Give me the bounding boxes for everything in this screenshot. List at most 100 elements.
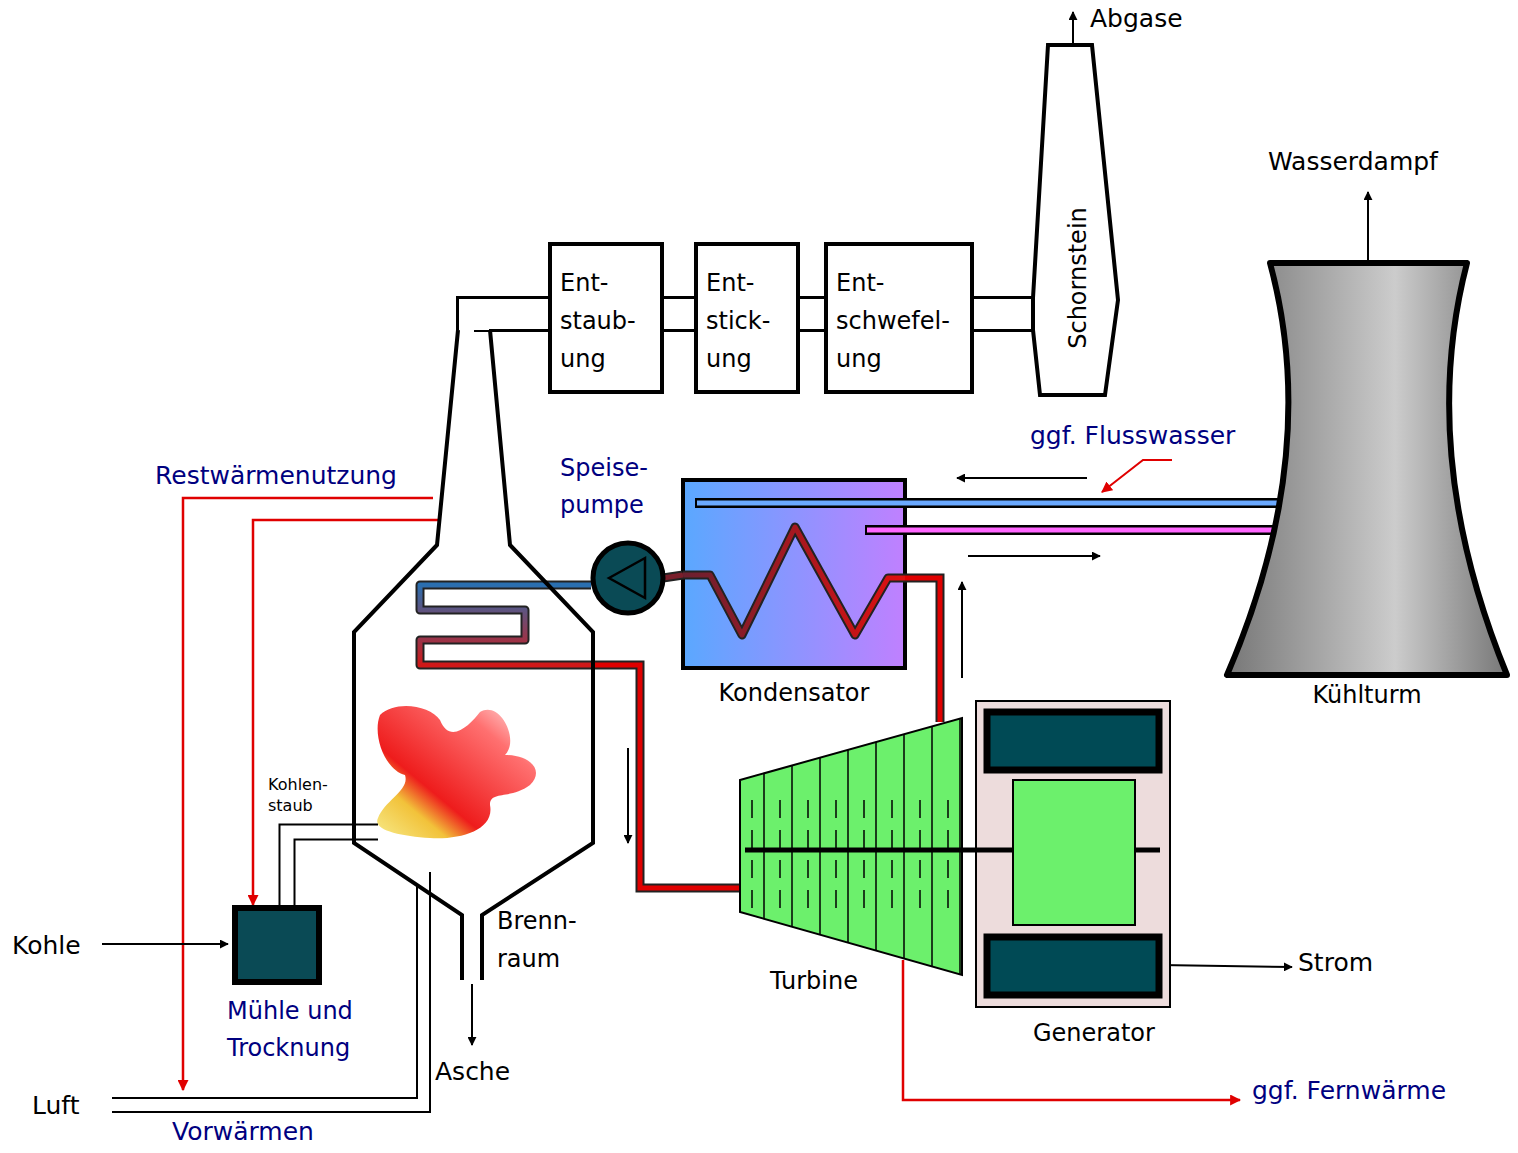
turbine-outline-part xyxy=(763,773,765,919)
generator-outline-part xyxy=(1013,780,1135,925)
turbine-outline-part xyxy=(847,750,849,943)
flue-gas-duct xyxy=(974,299,1033,329)
flow-arrows-part xyxy=(102,943,228,945)
turbine-outline-part xyxy=(947,800,949,818)
pipe-connector xyxy=(548,583,591,588)
connector-group xyxy=(592,665,740,888)
text-label: Restwärmenutzung xyxy=(155,461,397,491)
pipe-connector xyxy=(548,581,591,590)
condenser-body-part xyxy=(695,498,905,508)
condenser-body-part xyxy=(683,480,905,668)
turbine-outline-part xyxy=(807,890,809,908)
node-label: Ent- staub- ung xyxy=(560,264,652,378)
text-label: Vorwärmen xyxy=(172,1117,314,1147)
pipe-connector xyxy=(287,832,378,905)
turbine-outline-part xyxy=(919,800,921,818)
air-duct xyxy=(112,872,430,1112)
process-box: Ent- staub- ung xyxy=(548,242,664,394)
turbine-outline-part xyxy=(779,890,781,908)
node-label: Kühlturm xyxy=(1222,680,1512,710)
condenser-body-part xyxy=(697,501,905,506)
turbine-outline-part xyxy=(779,830,781,848)
flue-gas-duct xyxy=(800,299,824,329)
heat-lines-part xyxy=(1102,460,1172,492)
boiler-coil-part xyxy=(420,585,592,665)
flue-gas-duct xyxy=(474,314,548,330)
text-label: Kohlen- staub xyxy=(268,774,344,816)
flue-gas-duct xyxy=(664,299,694,329)
text-label: ggf. Fernwärme xyxy=(1252,1076,1446,1106)
condenser: Kondensator xyxy=(683,480,905,708)
turbine-outline-part xyxy=(891,860,893,878)
air-duct-part xyxy=(112,884,417,1098)
turbine-outline-part xyxy=(919,830,921,848)
turbine-outline-part xyxy=(959,719,961,975)
turbine-outline-part xyxy=(779,860,781,878)
connector-group xyxy=(905,503,1279,504)
feed-pump-outline-part xyxy=(593,543,663,613)
air-duct-part xyxy=(112,872,430,1112)
node-label: Speise- pumpe xyxy=(560,450,665,524)
connector-group xyxy=(548,585,591,586)
boiler-coil xyxy=(420,585,592,665)
turbine-outline-part xyxy=(891,830,893,848)
text-label: Abgase xyxy=(1090,4,1183,34)
turbine-outline-part xyxy=(903,734,905,958)
generator-outline-part xyxy=(987,937,1159,995)
flue-gas-duct xyxy=(474,314,548,330)
connector-group xyxy=(287,832,378,905)
turbine-outline-part xyxy=(779,800,781,818)
pipe-connector xyxy=(287,832,378,905)
turbine-outline-part xyxy=(835,830,837,848)
flue-gas-duct xyxy=(974,296,1033,332)
node-label: Mühle und Trocknung xyxy=(227,993,385,1067)
pipe-connector xyxy=(253,520,439,905)
turbine-outline-part xyxy=(891,800,893,818)
flow-arrows-part xyxy=(1160,965,1292,967)
flow-arrows-part xyxy=(968,555,1100,557)
furnace-outline-part-part xyxy=(354,330,462,980)
node-label: Ent- schwefel- ung xyxy=(836,264,962,378)
turbine-outline-part xyxy=(835,860,837,878)
cooling-tower-outline-part xyxy=(1227,263,1507,675)
flow-arrows-part xyxy=(471,984,473,1045)
condenser-body-part xyxy=(867,528,905,533)
turbine-outline-part xyxy=(807,860,809,878)
pipe-connector xyxy=(663,575,683,578)
turbine-outline-part xyxy=(947,830,949,848)
flame xyxy=(377,706,536,838)
pipe-connector xyxy=(592,665,740,888)
connector-group xyxy=(905,578,940,722)
node-label: Brenn- raum xyxy=(497,902,597,978)
flow-arrows-part xyxy=(627,748,629,843)
coal-mill-outline-part xyxy=(235,908,319,982)
turbine-outline xyxy=(738,718,964,1003)
condenser-body xyxy=(683,480,905,668)
node-label: Schornstein xyxy=(1063,207,1093,349)
process-box: Ent- stick- ung xyxy=(694,242,800,394)
process-box: Ent- schwefel- ung xyxy=(824,242,974,394)
feed-pump: Speise- pumpe xyxy=(555,450,665,620)
turbine-outline-part xyxy=(751,860,753,878)
turbine-outline-part xyxy=(863,890,865,908)
turbine-outline-part xyxy=(875,742,877,951)
flue-gas-duct xyxy=(800,296,824,332)
text-label: Kohle xyxy=(12,931,81,961)
chimney: Schornstein xyxy=(1028,42,1120,398)
chimney-outline-part xyxy=(1033,45,1118,395)
flow-arrows-part xyxy=(961,582,963,678)
condenser-body-part xyxy=(865,525,905,535)
connector-group xyxy=(253,520,439,905)
node-label: Kondensator xyxy=(683,678,905,708)
generator-outline xyxy=(975,700,1171,1055)
turbine-outline-part xyxy=(807,800,809,818)
condenser-body-part xyxy=(683,527,905,635)
generator-outline-part xyxy=(976,701,1170,1007)
turbine-outline-part xyxy=(751,890,753,908)
cooling-tower: Kühlturm xyxy=(1222,255,1512,710)
pipe-connector xyxy=(905,578,940,722)
boiler-coil-part xyxy=(420,585,592,665)
turbine-outline-part xyxy=(835,890,837,908)
feed-pump-outline-part xyxy=(609,558,645,598)
turbine-outline-part xyxy=(791,765,793,926)
